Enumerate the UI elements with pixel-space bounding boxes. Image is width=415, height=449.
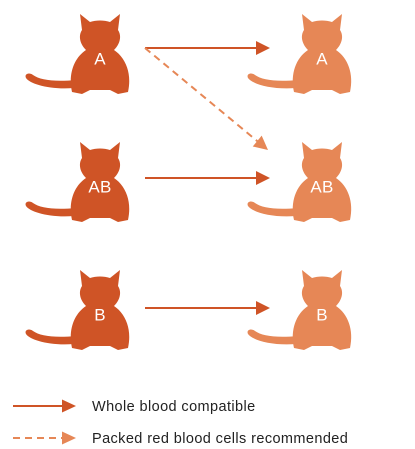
legend: Whole blood compatible Packed red blood … [13,399,348,447]
legend-solid-label: Whole blood compatible [92,399,256,415]
legend-dashed-label: Packed red blood cells recommended [92,431,348,447]
cat-tail [26,330,76,345]
solid-arrow-a-to-a [145,41,270,55]
arrow-head [253,136,268,150]
blood-type-label: B [94,305,106,324]
cat-tail [248,330,298,345]
legend-solid-arrow [13,400,76,413]
cat-tail [248,202,298,217]
donor-cat-a: A [26,14,130,94]
blood-type-label: AB [310,177,333,196]
dashed-arrow-a-to-ab [145,48,268,150]
solid-arrow-b-to-b [145,301,270,315]
solid-arrow-ab-to-ab [145,171,270,185]
blood-type-label: A [94,49,106,68]
donor-cat-b: B [26,270,130,350]
recipient-cat-a: A [248,14,352,94]
cat-tail [26,202,76,217]
arrow-head [256,171,270,185]
arrow-shaft [145,48,259,142]
cat-tail [248,74,298,89]
donor-cat-ab: AB [26,142,130,222]
arrow-head [256,41,270,55]
recipient-cat-ab: AB [248,142,352,222]
blood-type-label: AB [88,177,111,196]
blood-type-label: B [316,305,328,324]
legend-dashed-arrow [13,432,76,445]
cat-tail [26,74,76,89]
blood-type-label: A [316,49,328,68]
arrow-head [256,301,270,315]
